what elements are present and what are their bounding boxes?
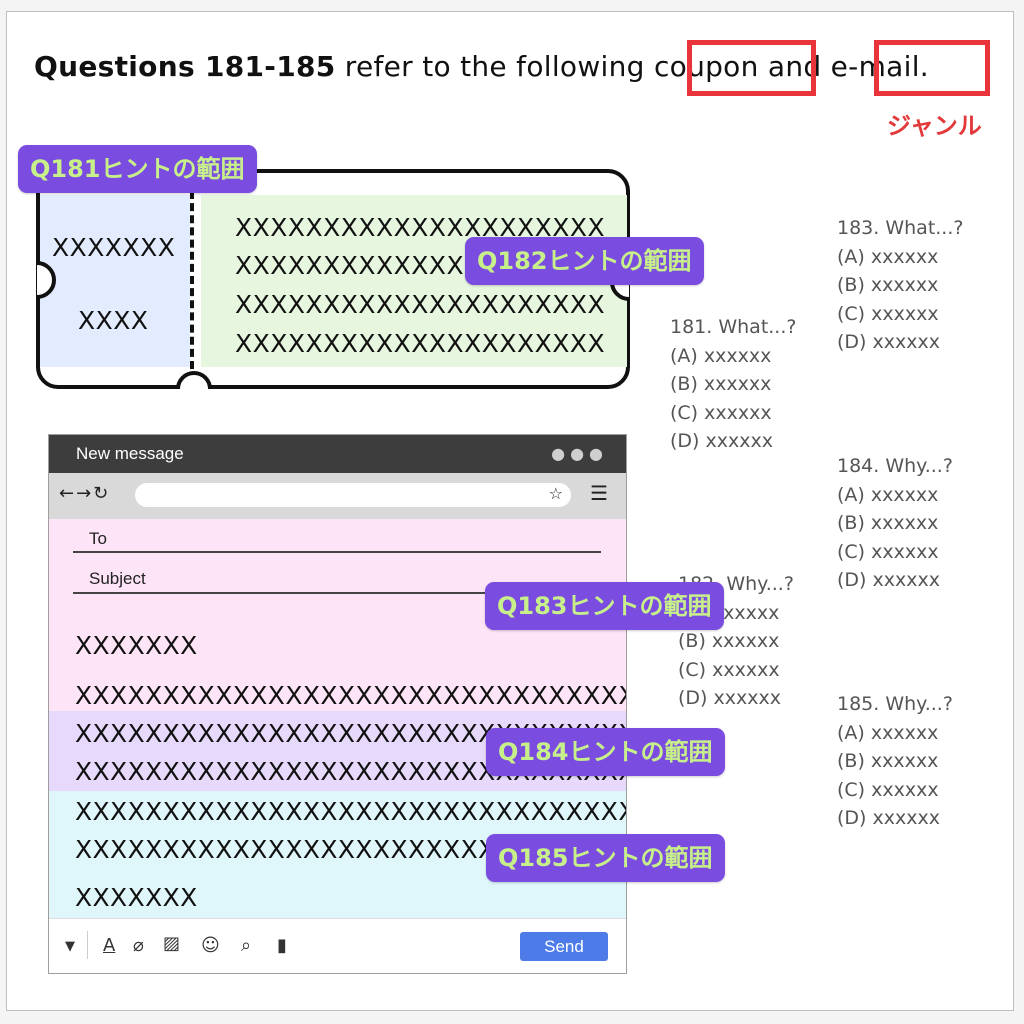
compose-toolbar: ▼ A ⌀ ▨ ☺ ⌕ ▮ Send	[49, 918, 626, 973]
address-bar[interactable]: ☆	[135, 483, 571, 507]
hint-badge-q184: Q184ヒントの範囲	[486, 728, 725, 776]
word-coupon: coupon	[653, 50, 759, 83]
genre-label: ジャンル	[887, 112, 982, 140]
question-184: 184. Why...? (A) xxxxxx (B) xxxxxx (C) x…	[837, 452, 953, 595]
toolbar-divider	[87, 931, 88, 959]
question-stem: 181. What...?	[670, 316, 797, 338]
hint-badge-q183: Q183ヒントの範囲	[485, 582, 724, 630]
option-d: (D) xxxxxx	[837, 569, 940, 591]
option-b: (B) xxxxxx	[670, 373, 772, 395]
email-body-line: XXXXXXXXXXXXXXXXXXXXXXXXXXXXXXXX	[75, 797, 627, 826]
email-window: New message ●●● ←→↻ ☆ ☰ To Subject XXXXX…	[48, 434, 627, 974]
coupon-body-line: XXXXXXXXXXXXXX	[235, 251, 482, 280]
window-title: New message	[76, 444, 184, 463]
email-highlight-box	[874, 40, 990, 96]
hamburger-menu-icon[interactable]: ☰	[590, 481, 608, 505]
to-field[interactable]	[73, 551, 601, 553]
option-c: (C) xxxxxx	[837, 302, 939, 325]
emoji-icon[interactable]: ☺	[201, 935, 220, 956]
option-b: (B) xxxxxx	[837, 512, 939, 534]
hint-badge-q181: Q181ヒントの範囲	[18, 145, 257, 193]
option-c: (C) xxxxxx	[670, 401, 772, 424]
option-c: (C) xxxxxx	[678, 658, 780, 681]
coupon-stub-line: XXXX	[78, 306, 149, 335]
hint-badge-q185: Q185ヒントの範囲	[486, 834, 725, 882]
coupon-body-line: XXXXXXXXXXXXXXXXXXXXX	[235, 329, 606, 358]
coupon-notch-bottom	[176, 371, 212, 389]
coupon-perforation	[190, 191, 194, 369]
option-a: (A) xxxxxx	[837, 245, 939, 268]
email-body-line: XXXXXXXXXXXXXXXXXXXXXXXXXXXXXXXX	[75, 681, 627, 710]
option-d: (D) xxxxxx	[678, 687, 781, 709]
dropdown-arrow-icon[interactable]: ▼	[65, 939, 75, 954]
navigation-icons[interactable]: ←→↻	[59, 483, 111, 504]
trash-icon[interactable]: ▮	[277, 935, 287, 956]
question-stem: 183. What...?	[837, 217, 964, 239]
question-185: 185. Why...? (A) xxxxxx (B) xxxxxx (C) x…	[837, 690, 953, 833]
browser-toolbar: ←→↻ ☆ ☰	[49, 473, 626, 519]
option-d: (D) xxxxxx	[837, 331, 940, 353]
star-icon[interactable]: ☆	[548, 484, 563, 503]
question-range: Questions 181-185	[34, 50, 336, 83]
email-title-bar: New message ●●●	[49, 435, 626, 473]
image-icon[interactable]: ▨	[163, 933, 181, 954]
to-field-label: To	[89, 529, 107, 548]
text-format-icon[interactable]: A	[103, 935, 116, 956]
search-icon[interactable]: ⌕	[241, 935, 252, 956]
option-c: (C) xxxxxx	[837, 778, 939, 801]
subject-field-label: Subject	[89, 569, 146, 588]
more-options-icon[interactable]: ●●●	[551, 444, 608, 463]
send-button[interactable]: Send	[520, 932, 608, 961]
question-stem: 185. Why...?	[837, 693, 953, 715]
coupon-body-line: XXXXXXXXXXXXXXXXXXXXX	[235, 290, 606, 319]
option-b: (B) xxxxxx	[837, 750, 939, 772]
title-text-a: refer to the following	[335, 50, 654, 83]
coupon-stub	[40, 195, 190, 367]
hint-badge-q182: Q182ヒントの範囲	[465, 237, 704, 285]
title-period: .	[919, 50, 929, 83]
option-c: (C) xxxxxx	[837, 540, 939, 563]
email-signoff: XXXXXXX	[75, 883, 198, 912]
option-b: (B) xxxxxx	[837, 274, 939, 296]
coupon-highlight-box	[687, 40, 816, 96]
option-a: (A) xxxxxx	[670, 344, 772, 367]
option-a: (A) xxxxxx	[837, 721, 939, 744]
question-stem: 184. Why...?	[837, 455, 953, 477]
attach-icon[interactable]: ⌀	[133, 935, 144, 956]
question-181: 181. What...? (A) xxxxxx (B) xxxxxx (C) …	[670, 313, 796, 456]
option-b: (B) xxxxxx	[678, 630, 780, 652]
subject-field[interactable]	[73, 592, 601, 594]
option-a: (A) xxxxxx	[837, 483, 939, 506]
email-greeting: XXXXXXX	[75, 631, 198, 660]
option-d: (D) xxxxxx	[670, 430, 773, 452]
question-183: 183. What...? (A) xxxxxx (B) xxxxxx (C) …	[837, 214, 963, 357]
option-d: (D) xxxxxx	[837, 807, 940, 829]
coupon-stub-line: XXXXXXX	[52, 233, 176, 262]
